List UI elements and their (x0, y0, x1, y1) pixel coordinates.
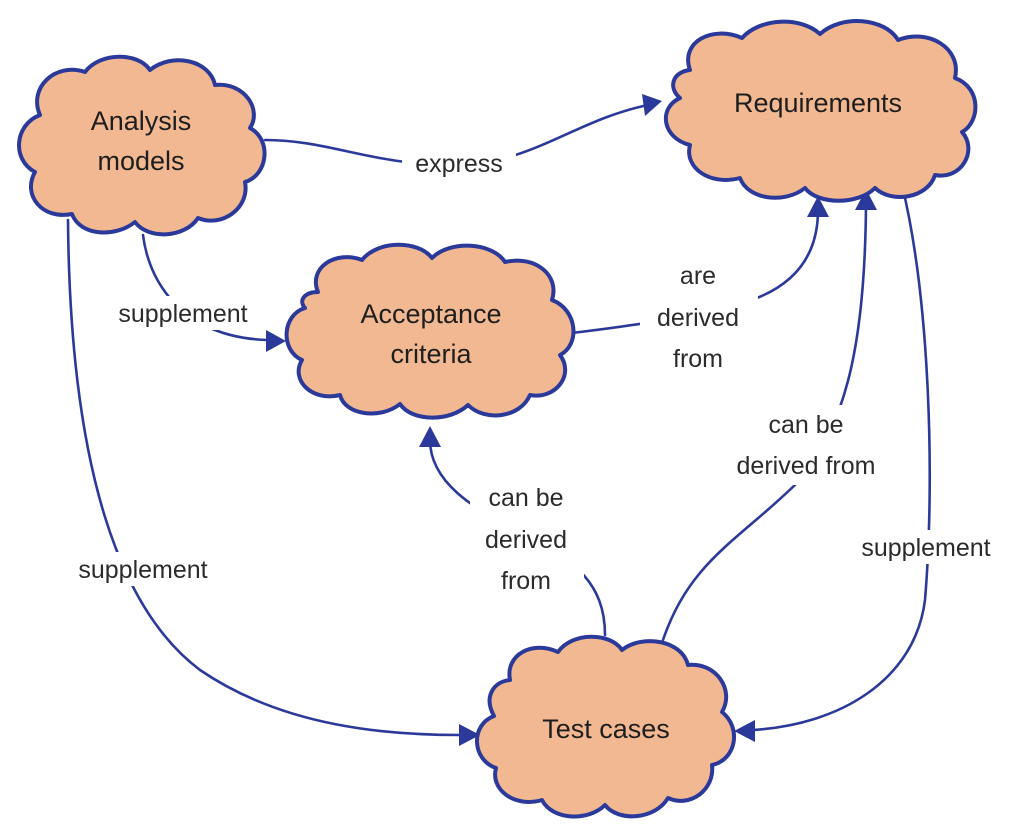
svg-text:from: from (501, 567, 551, 595)
edge-analysis-to-acceptance (141, 233, 286, 352)
edge-label-supplement-acceptance: supplement (96, 296, 268, 330)
svg-text:Requirements: Requirements (734, 88, 902, 118)
svg-text:supplement: supplement (861, 534, 990, 562)
edge-label-can-be-derived-from-requirements: can be derived from (712, 405, 898, 485)
svg-text:Test cases: Test cases (542, 714, 670, 744)
edge-label-are-derived-from: are derived from (640, 258, 758, 376)
svg-text:models: models (97, 146, 184, 176)
edge-requirements-to-testcases (734, 183, 932, 742)
node-test-cases: Test cases (475, 634, 737, 819)
node-analysis-models: Analysis models (17, 54, 267, 237)
arrowhead-icon (419, 426, 441, 447)
edge-label-supplement-left: supplement (56, 552, 230, 586)
svg-text:derived from: derived from (737, 452, 876, 480)
svg-text:express: express (415, 150, 503, 178)
svg-text:criteria: criteria (390, 339, 472, 369)
arrowhead-icon (642, 94, 662, 116)
arrowhead-icon (266, 330, 286, 352)
node-requirements: Requirements (663, 19, 978, 203)
svg-text:supplement: supplement (118, 300, 247, 328)
edge-label-can-be-derived-from-acceptance: can be derived from (470, 480, 584, 598)
arrowhead-icon (807, 196, 829, 217)
svg-text:can be: can be (488, 484, 563, 512)
node-acceptance-criteria: Acceptance criteria (284, 242, 576, 420)
arrowhead-icon (734, 720, 755, 742)
edge-label-express: express (402, 146, 516, 180)
svg-text:from: from (673, 345, 723, 373)
edge-analysis-to-testcases (66, 218, 480, 746)
svg-text:Acceptance: Acceptance (360, 299, 501, 329)
arrowhead-icon (855, 189, 877, 210)
svg-text:can be: can be (768, 411, 843, 439)
svg-text:Analysis: Analysis (91, 106, 192, 136)
svg-text:derived: derived (485, 526, 567, 554)
svg-text:derived: derived (657, 304, 739, 332)
svg-text:are: are (680, 262, 716, 290)
edge-label-supplement-right: supplement (838, 530, 1014, 564)
arrowhead-icon (459, 724, 480, 746)
svg-text:supplement: supplement (78, 556, 207, 584)
